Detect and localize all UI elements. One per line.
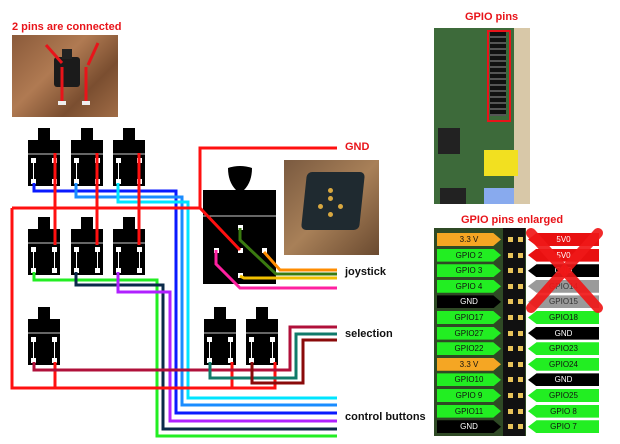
gpio-pin-dot (508, 377, 513, 383)
gpio-title: GPIO pins (465, 11, 519, 23)
gpio-highlight-box (487, 30, 511, 122)
gpio-pin-left: 3.3 V (437, 357, 501, 371)
wire-selection-crimson (32, 325, 337, 372)
joystick-label: joystick (345, 266, 386, 278)
gpio-pin-right: GPIO25 (528, 389, 599, 402)
wire-control-purple (116, 272, 337, 423)
wire-control-lightblue (74, 183, 337, 407)
gpio-pin-dot (508, 252, 513, 258)
wire-joystick-yellow (239, 274, 337, 280)
gpio-pin-row: GPIO11 GPIO 8 (0, 404, 620, 419)
button-body-icon (54, 57, 80, 87)
gpio-pin-dot (518, 408, 523, 414)
gpio-pin-row: GND GPIO 7 (0, 420, 620, 434)
gpio-pin-dot (518, 330, 523, 336)
gpio-pin-left: GPIO 3 (437, 264, 501, 278)
gpio-pin-dot (508, 361, 513, 367)
wire-selection-teal (208, 332, 337, 380)
gpio-pin-dot (508, 283, 513, 289)
wire-joystick-magenta (214, 250, 337, 290)
push-button (28, 307, 60, 365)
wire-selection-darkred (250, 338, 337, 385)
gpio-pin-row: GPIO22 GPIO23 (0, 342, 620, 356)
gpio-pin-row: GPIO27 GND (0, 326, 620, 341)
raspberry-pi-photo (434, 28, 530, 204)
wire-joystick-orange (262, 251, 337, 272)
joystick-pin (262, 248, 267, 253)
gpio-pin-dot (518, 283, 523, 289)
connected-title: 2 pins are connected (12, 21, 122, 33)
wire-gnd (198, 146, 337, 208)
gpio-pin-left: GPIO11 (437, 404, 501, 418)
gpio-pin-right: GPIO 8 (528, 404, 599, 418)
gpio-pin-dot (518, 237, 523, 242)
gpio-pin-left: GPIO22 (437, 342, 501, 356)
joystick-pin (238, 248, 243, 253)
push-button (246, 307, 278, 365)
gpio-pin-dot (508, 268, 513, 274)
gpio-pin-left: GPIO 4 (437, 279, 501, 293)
gpio-pin-right: GPIO 7 (528, 420, 599, 434)
gpio-pin-dot (518, 299, 523, 305)
gpio-pin-dot (508, 330, 513, 336)
gpio-pin-right: GND (528, 326, 599, 340)
gpio-pin-left: GPIO27 (437, 326, 501, 340)
gpio-pin-row: 3.3 V GPIO24 (0, 357, 620, 372)
wire-gnd-joystick (12, 206, 242, 252)
gpio-pin-dot (508, 424, 513, 430)
joystick-pins-icon (328, 196, 333, 201)
gpio-pin-dot (518, 268, 523, 274)
gpio-pin-right: GPIO18 (528, 311, 599, 324)
gpio-pin-dot (508, 393, 513, 398)
gpio-pin-dot (508, 408, 513, 414)
gpio-pin-row: GPIO10 GND (0, 373, 620, 387)
joystick-photo (284, 160, 379, 255)
control-buttons-label: control buttons (345, 411, 426, 423)
gpio-pin-left: GPIO 2 (437, 248, 501, 262)
gpio-header-strip (503, 228, 525, 436)
joystick-pin (238, 225, 243, 230)
wire-gnd-bottom (10, 208, 277, 390)
gpio-pin-row: GPIO17 GPIO18 (0, 311, 620, 325)
gpio-pin-row: GPIO 9 GPIO25 (0, 389, 620, 403)
push-button (204, 307, 236, 365)
gpio-pin-dot (518, 393, 523, 398)
gpio-pin-right: GPIO23 (528, 342, 599, 356)
gpio-pin-dot (508, 315, 513, 320)
wire-control-blue (32, 183, 337, 415)
gpio-pin-dot (508, 237, 513, 242)
button-photo (12, 35, 118, 117)
gpio-pin-dot (508, 299, 513, 305)
gpio-pin-dot (518, 315, 523, 320)
connected-pins-arrows-icon (44, 42, 100, 105)
selection-label: selection (345, 328, 393, 340)
wire-joystick-darkgreen (238, 228, 337, 276)
gpio-pin-left: 3.3 V (437, 233, 501, 246)
gpio-pin-dot (518, 252, 523, 258)
gpio-pin-dot (518, 424, 523, 430)
gpio-pin-left: GPIO17 (437, 311, 501, 324)
gpio-pin-dot (518, 361, 523, 367)
gpio-pin-left: GPIO 9 (437, 389, 501, 402)
gpio-pin-dot (508, 346, 513, 352)
gpio-pin-dot (518, 377, 523, 383)
wire-control-navy (74, 272, 337, 431)
gnd-label: GND (345, 141, 370, 153)
wire-control-cyan (116, 183, 337, 400)
gpio-pin-right: GND (528, 373, 599, 387)
wire-control-green (32, 272, 337, 438)
gpio-pin-left: GPIO10 (437, 373, 501, 387)
gpio-pin-right: GPIO24 (528, 357, 599, 371)
gpio-pin-left: GND (437, 420, 501, 434)
gpio-pin-dot (518, 346, 523, 352)
joystick-knob-icon (228, 166, 252, 190)
gpio-pin-left: GND (437, 295, 501, 309)
gpio-enlarged-title: GPIO pins enlarged (461, 214, 564, 226)
